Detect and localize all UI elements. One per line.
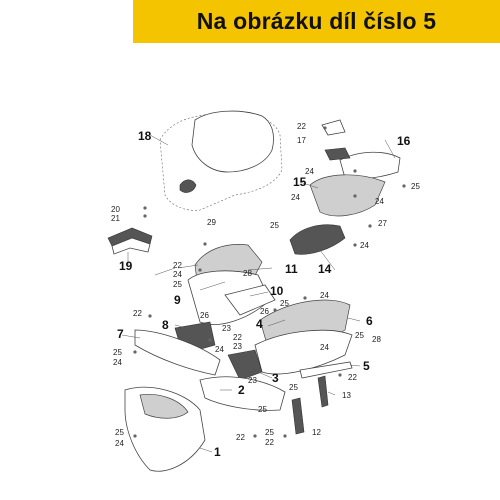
part-18-shape xyxy=(149,110,283,211)
callout-s-35: 25 xyxy=(115,428,124,437)
callout-s-34: 25 xyxy=(258,405,267,414)
callout-s-11: 24 xyxy=(360,241,369,250)
small-callouts: 22 17 24 25 24 20 21 29 25 27 24 24 22 2… xyxy=(111,122,420,448)
callout-s-33: 23 xyxy=(248,376,257,385)
callout-4: 4 xyxy=(256,317,263,331)
callout-s-5: 20 xyxy=(111,205,120,214)
callout-10: 10 xyxy=(270,284,284,298)
callout-s-8: 25 xyxy=(270,221,279,230)
part-7-shape xyxy=(134,329,221,376)
callout-3: 3 xyxy=(272,371,279,385)
callout-s-22: 22 xyxy=(233,333,242,342)
callout-s-28: 25 xyxy=(355,331,364,340)
callout-s-19: 25 xyxy=(280,299,289,308)
callout-11: 11 xyxy=(285,262,298,276)
screws xyxy=(133,126,406,438)
callout-s-12: 22 xyxy=(173,261,182,270)
callout-s-21: 26 xyxy=(200,311,209,320)
callout-s-1: 17 xyxy=(297,136,306,145)
part-19-shape xyxy=(107,227,153,255)
title-banner: Na obrázku díl číslo 5 xyxy=(133,0,500,43)
callout-s-30: 22 xyxy=(348,373,357,382)
part-14-shape xyxy=(289,224,346,255)
callout-s-36: 22 xyxy=(236,433,245,442)
callout-s-31: 25 xyxy=(289,383,298,392)
big-callouts: 18 16 15 19 14 11 9 10 8 4 6 7 5 3 2 1 xyxy=(117,129,411,459)
callout-s-40: 12 xyxy=(312,428,321,437)
callout-1: 1 xyxy=(214,445,221,459)
callout-s-38: 25 xyxy=(265,428,274,437)
callout-s-14: 25 xyxy=(173,280,182,289)
callout-s-27: 28 xyxy=(372,335,381,344)
callout-14: 14 xyxy=(318,262,332,276)
callout-s-7: 29 xyxy=(207,218,216,227)
part-4-6-shape xyxy=(254,299,353,375)
callout-s-6: 21 xyxy=(111,214,120,223)
part-5-13-12-shape xyxy=(291,361,353,435)
leader-lines xyxy=(121,139,396,453)
callout-s-17: 22 xyxy=(133,309,142,318)
part-16-15-shape xyxy=(309,119,401,217)
callout-5: 5 xyxy=(363,359,370,373)
callout-s-3: 25 xyxy=(411,182,420,191)
callout-19: 19 xyxy=(119,259,133,273)
callout-s-10: 24 xyxy=(375,197,384,206)
callout-s-26: 24 xyxy=(320,343,329,352)
callout-9: 9 xyxy=(174,293,181,307)
callout-s-24: 25 xyxy=(113,348,122,357)
callout-s-0: 22 xyxy=(297,122,306,131)
callout-15: 15 xyxy=(293,175,307,189)
part-10-shape xyxy=(224,284,276,316)
callout-s-37: 24 xyxy=(115,439,124,448)
callout-8: 8 xyxy=(162,318,169,332)
callout-18: 18 xyxy=(138,129,152,143)
callout-s-23: 23 xyxy=(233,342,242,351)
callout-7: 7 xyxy=(117,327,124,341)
callout-s-2: 24 xyxy=(305,167,314,176)
callout-s-29: 24 xyxy=(215,345,224,354)
part-1-shape xyxy=(124,386,206,472)
part-3-shape xyxy=(227,349,263,381)
part-2-shape xyxy=(199,376,286,411)
callout-s-20: 23 xyxy=(222,324,231,333)
callout-s-9: 27 xyxy=(378,219,387,228)
banner-text: Na obrázku díl číslo 5 xyxy=(196,8,437,34)
callout-s-4: 24 xyxy=(291,193,300,202)
callout-s-18: 24 xyxy=(320,291,329,300)
callout-s-13: 24 xyxy=(173,270,182,279)
callout-16: 16 xyxy=(397,134,411,148)
callout-2: 2 xyxy=(238,383,245,397)
callout-6: 6 xyxy=(366,314,373,328)
callout-s-16: 26 xyxy=(260,307,269,316)
callout-s-15: 28 xyxy=(243,269,252,278)
callout-s-39: 22 xyxy=(265,438,274,447)
callout-s-32: 13 xyxy=(342,391,351,400)
callout-s-25: 24 xyxy=(113,358,122,367)
